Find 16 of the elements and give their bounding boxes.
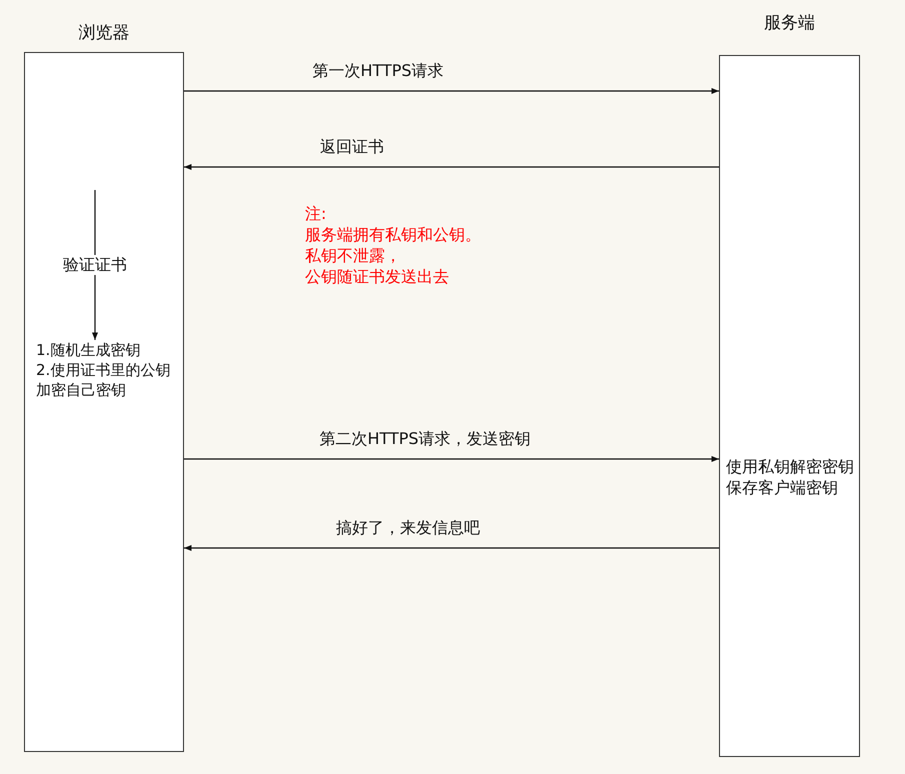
note-text: 私钥不泄露，: [305, 246, 401, 265]
arrow: [92, 190, 98, 340]
arrow: [184, 545, 719, 551]
arrow: [184, 164, 719, 170]
step-text: 2.使用证书里的公钥加密自己密钥: [36, 360, 172, 400]
action-text: 保存客户端密钥: [726, 478, 838, 497]
step-text: 1.随机生成密钥: [36, 340, 140, 360]
action-text: 使用私钥解密密钥: [726, 457, 854, 476]
participant-name: 服务端: [764, 13, 815, 33]
arrow: [184, 456, 719, 462]
participant-name: 浏览器: [78, 23, 130, 43]
note-text: 公钥随证书发送出去: [305, 267, 449, 286]
edge-label: 搞好了，来发信息吧: [333, 518, 483, 538]
arrow: [184, 88, 719, 94]
note-text: 注:: [305, 204, 326, 223]
note-text: 服务端拥有私钥和公钥。: [305, 225, 481, 244]
